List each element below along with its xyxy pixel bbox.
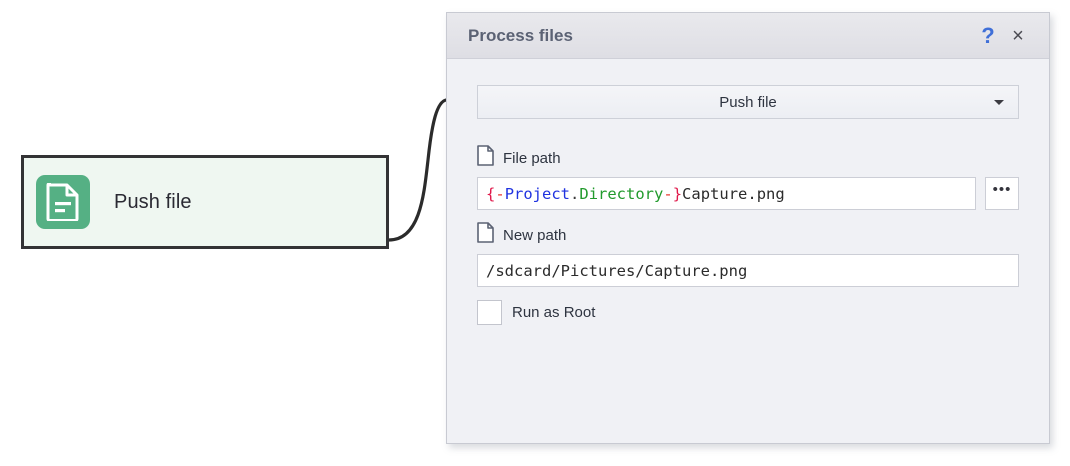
action-select[interactable]: Push file	[477, 85, 1019, 119]
action-select-value: Push file	[719, 93, 777, 111]
file-path-input[interactable]: {-Project.Directory-}Capture.png	[477, 177, 976, 210]
file-icon	[477, 222, 494, 248]
path-token: }	[672, 184, 683, 203]
process-files-dialog: Process files ? × Push file File path {-…	[446, 12, 1050, 444]
file-path-label: File path	[503, 149, 561, 167]
path-token: -	[495, 184, 505, 203]
dialog-titlebar[interactable]: Process files ? ×	[447, 13, 1049, 59]
path-token: Capture.png	[682, 184, 785, 203]
path-token: Directory	[579, 184, 664, 203]
file-path-row: {-Project.Directory-}Capture.png •••	[477, 177, 1019, 210]
run-as-root-checkbox[interactable]	[477, 300, 502, 325]
dialog-title: Process files	[468, 25, 573, 45]
flow-node-push-file[interactable]: Push file	[21, 155, 389, 249]
run-as-root-row: Run as Root	[477, 300, 1019, 325]
path-token: .	[570, 184, 580, 203]
new-path-input[interactable]: /sdcard/Pictures/Capture.png	[477, 254, 1019, 287]
path-token: -	[663, 184, 673, 203]
path-token: Project	[504, 184, 571, 203]
help-icon[interactable]: ?	[981, 22, 995, 48]
close-icon[interactable]: ×	[1012, 24, 1024, 47]
document-push-icon	[36, 175, 90, 229]
file-icon	[477, 145, 494, 171]
new-path-label-row: New path	[477, 222, 1019, 248]
new-path-label: New path	[503, 226, 567, 244]
browse-button[interactable]: •••	[985, 177, 1019, 210]
dialog-body: Push file File path {-Project.Directory-…	[447, 59, 1049, 325]
chevron-down-icon	[994, 100, 1004, 105]
new-path-row: /sdcard/Pictures/Capture.png	[477, 254, 1019, 287]
file-path-label-row: File path	[477, 145, 1019, 171]
path-token: {	[486, 184, 496, 203]
run-as-root-label: Run as Root	[512, 304, 596, 321]
flow-node-label: Push file	[114, 190, 192, 213]
